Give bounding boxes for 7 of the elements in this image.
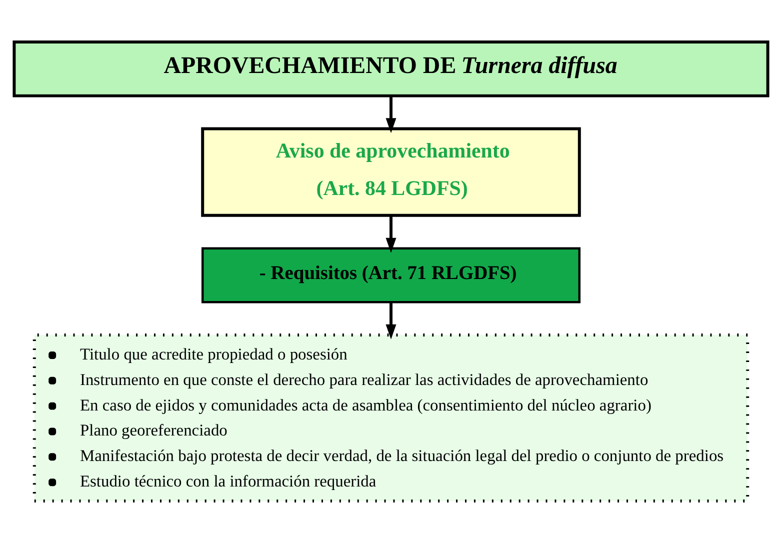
arrow bbox=[386, 214, 396, 252]
node-box: - Requisitos (Art. 71 RLGDFS) bbox=[201, 246, 581, 303]
node-box: Titulo que acredite propiedad o posesión Instrumento en que conste el derecho para realizar las actividades de aprovechamiento En caso de ejidos y comunidades acta de asamblea (consentimiento del núcleo agrario) Plano georeferenciado Manifestación bajo protesta de decir verdad, de la situación legal del predio o conjunto de predios Estudio técnico con la información requerida bbox=[32, 333, 750, 502]
arrow bbox=[386, 302, 396, 339]
node-box: APROVECHAMIENTO DE Turnera diffusa bbox=[12, 40, 770, 97]
arrow bbox=[386, 96, 396, 133]
node-box: Aviso de aprovechamiento (Art. 84 LGDFS) bbox=[201, 126, 581, 216]
